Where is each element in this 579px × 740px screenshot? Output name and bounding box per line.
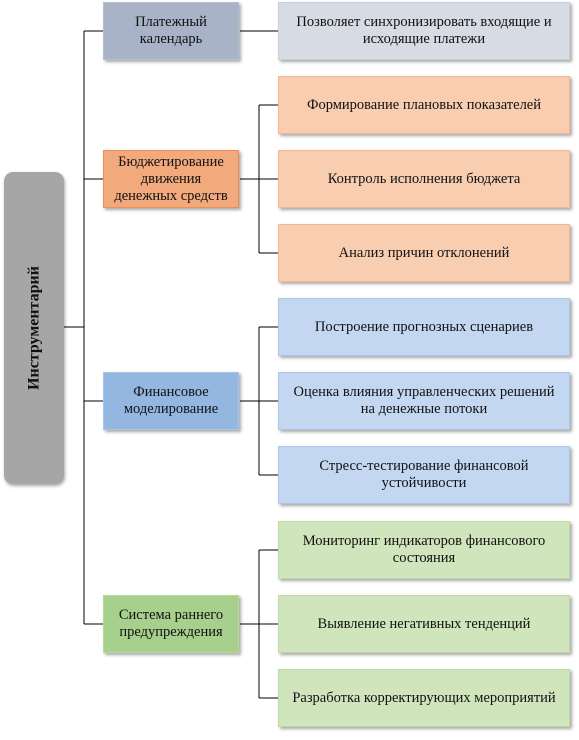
category-label: Бюджетирование движения денежных средств [114,153,228,204]
leaf-indicator-monitoring: Мониторинг индикаторов финансового состо… [278,521,570,579]
leaf-budget-control: Контроль исполнения бюджета [278,150,570,208]
leaf-planned-indicators: Формирование плановых показателей [278,76,570,134]
category-cash-flow-budgeting: Бюджетирование движения денежных средств [103,150,239,208]
leaf-label: Мониторинг индикаторов финансового состо… [302,533,546,566]
leaf-decision-impact: Оценка влияния управленческих решений на… [278,372,570,430]
category-label: Система раннего предупреждения [118,607,224,640]
leaf-label: Выявление негативных тенденций [317,615,531,632]
leaf-negative-trends: Выявление негативных тенденций [278,595,570,653]
leaf-label: Контроль исполнения бюджета [327,170,521,187]
root-label: Инструментарий [25,266,43,390]
leaf-label: Оценка влияния управленческих решений на… [293,384,555,417]
leaf-sync-payments: Позволяет синхронизировать входящие и ис… [278,2,570,60]
category-label: Финансовое моделирование [123,384,219,417]
leaf-label: Стресс-тестирование финансовой устойчиво… [319,458,529,491]
category-financial-modeling: Финансовое моделирование [103,372,239,430]
category-label: Платежный календарь [135,14,207,47]
root-node: Инструментарий [4,172,64,484]
leaf-label: Разработка корректирующих мероприятий [292,689,556,706]
leaf-label: Формирование плановых показателей [306,96,541,113]
leaf-forecast-scenarios: Построение прогнозных сценариев [278,298,570,356]
category-payment-calendar: Платежный календарь [103,2,239,60]
category-early-warning-system: Система раннего предупреждения [103,595,239,653]
leaf-corrective-measures: Разработка корректирующих мероприятий [278,669,570,727]
leaf-stress-testing: Стресс-тестирование финансовой устойчиво… [278,446,570,504]
leaf-label: Анализ причин отклонений [338,244,510,261]
leaf-deviation-analysis: Анализ причин отклонений [278,224,570,282]
leaf-label: Построение прогнозных сценариев [314,318,534,335]
leaf-label: Позволяет синхронизировать входящие и ис… [296,14,552,47]
